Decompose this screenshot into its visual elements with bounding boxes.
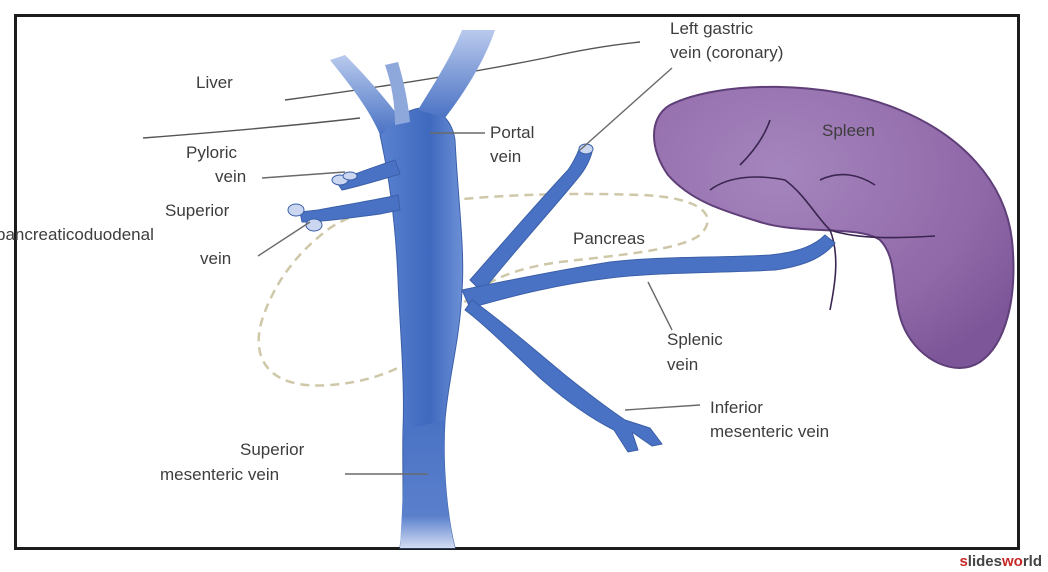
portal-branch-right	[418, 30, 495, 118]
leader-pyloric	[262, 172, 345, 178]
leader-splenic	[648, 282, 672, 330]
label-pancreas: Pancreas	[573, 229, 645, 248]
liver-outline-bottom	[143, 118, 360, 138]
pyloric-vein-end-2	[343, 172, 357, 180]
label-superior-mesenteric-2: mesenteric vein	[160, 465, 279, 484]
label-pancreaticoduodenal-1: Superior	[165, 201, 230, 220]
pancreaticoduodenal-end-2	[306, 219, 322, 231]
inferior-mesenteric-vein	[465, 300, 662, 452]
label-splenic-2: vein	[667, 355, 698, 374]
superior-mesenteric-lower-fade	[400, 420, 455, 548]
label-pancreaticoduodenal-2: pancreaticoduodenal	[0, 225, 154, 244]
label-portal-1: Portal	[490, 123, 534, 142]
pancreaticoduodenal-end-1	[288, 204, 304, 216]
label-superior-mesenteric-1: Superior	[240, 440, 305, 459]
leader-inferior	[625, 405, 700, 410]
slideworld-watermark: slidesworld	[959, 553, 1042, 570]
label-splenic-1: Splenic	[667, 330, 723, 349]
label-spleen: Spleen	[822, 121, 875, 140]
label-pyloric-1: Pyloric	[186, 143, 238, 162]
label-liver: Liver	[196, 73, 233, 92]
pancreaticoduodenal-vein	[300, 195, 400, 222]
label-pancreaticoduodenal-3: vein	[200, 249, 231, 268]
leader-pancreaticoduodenal	[258, 222, 310, 256]
label-left-gastric-1: Left gastric	[670, 19, 754, 38]
label-pyloric-2: vein	[215, 167, 246, 186]
label-inferior-1: Inferior	[710, 398, 763, 417]
label-portal-2: vein	[490, 147, 521, 166]
label-left-gastric-2: vein (coronary)	[670, 43, 783, 62]
label-inferior-2: mesenteric vein	[710, 422, 829, 441]
